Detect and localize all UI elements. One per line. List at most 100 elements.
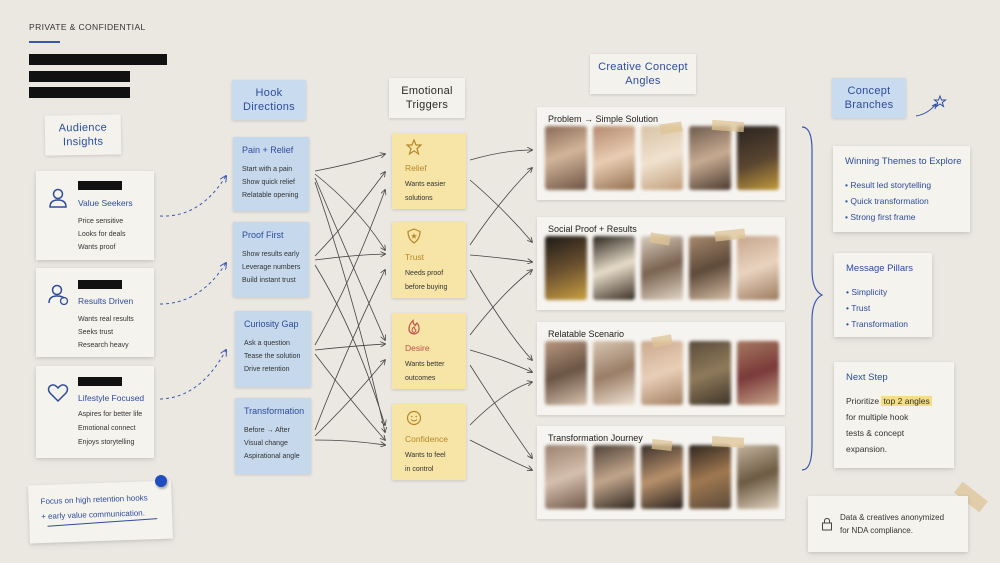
creative-thumbnail[interactable] xyxy=(641,341,683,405)
audience-trait: Enjoys storytelling xyxy=(78,439,135,446)
audience-trait: Research heavy xyxy=(78,342,129,349)
creative-thumbnail[interactable] xyxy=(737,341,779,405)
connector-arrow xyxy=(159,263,226,305)
pillar-text: Simplicity xyxy=(851,287,888,297)
redacted-bar-2 xyxy=(29,71,130,82)
pushpin-icon xyxy=(155,475,167,487)
creative-angles-label: Creative Concept Angles xyxy=(590,54,696,94)
hook-line: Drive retention xyxy=(244,366,290,373)
hook-title: Pain + Relief xyxy=(242,145,294,155)
angle-title: Social Proof + Results xyxy=(548,224,637,234)
flame-icon xyxy=(408,319,420,335)
redacted-bar xyxy=(78,377,122,386)
creative-thumbnail[interactable] xyxy=(593,341,635,405)
trigger-title: Trust xyxy=(405,252,425,262)
creative-thumbnail[interactable] xyxy=(689,236,731,300)
pillar-text: Transformation xyxy=(851,319,909,329)
hook-card-transformation: Transformation Before → After Visual cha… xyxy=(235,398,311,474)
concept-branches-text: Concept Branches xyxy=(844,85,894,111)
redacted-bar xyxy=(78,280,122,289)
creative-angles-text: Creative Concept Angles xyxy=(598,61,688,87)
trigger-line: solutions xyxy=(405,195,433,202)
trigger-line: Wants easier xyxy=(405,181,446,188)
angle-row-problem-solution: Problem → Simple Solution xyxy=(537,107,785,200)
hook-line: Ask a question xyxy=(244,340,290,347)
creative-thumbnail[interactable] xyxy=(593,126,635,190)
connector-arrow xyxy=(314,154,385,172)
creative-thumbnail[interactable] xyxy=(545,126,587,190)
creative-thumbnail[interactable] xyxy=(737,126,779,190)
creative-thumbnail[interactable] xyxy=(641,236,683,300)
creative-thumbnail[interactable] xyxy=(545,445,587,509)
connector-arrow xyxy=(469,349,532,372)
audience-trait: Wants proof xyxy=(78,244,116,251)
heart-icon xyxy=(47,384,69,403)
message-pillars-title: Message Pillars xyxy=(846,263,914,274)
creative-thumbnail[interactable] xyxy=(737,236,779,300)
audience-trait: Looks for deals xyxy=(78,231,126,238)
winning-theme-text: Result led storytelling xyxy=(850,180,932,190)
winning-theme-text: Strong first frame xyxy=(850,212,916,222)
creative-thumbnail[interactable] xyxy=(689,445,731,509)
trigger-line: Wants better xyxy=(405,361,445,368)
connector-arrow xyxy=(469,364,532,458)
person-check-icon xyxy=(48,284,69,305)
trigger-title: Desire xyxy=(405,343,430,353)
hook-line: Aspirational angle xyxy=(244,453,300,460)
audience-trait: Wants real results xyxy=(78,316,134,323)
compliance-line1: Data & creatives anonymized xyxy=(840,513,945,522)
connector-arrow xyxy=(469,179,532,242)
trigger-card-relief: Relief Wants easier solutions xyxy=(392,133,466,209)
redacted-bar-1 xyxy=(29,54,167,65)
connector-arrow xyxy=(469,254,532,262)
hook-directions-label: Hook Directions xyxy=(232,80,306,120)
creative-thumbnail[interactable] xyxy=(737,445,779,509)
angle-title: Transformation Journey xyxy=(548,433,643,443)
connector-arrow xyxy=(314,172,385,257)
connector-arrow xyxy=(469,382,532,426)
creative-thumbnail[interactable] xyxy=(689,126,731,190)
redacted-bar-3 xyxy=(29,87,130,98)
emotional-triggers-label: Emotional Triggers xyxy=(389,78,465,118)
connector-arrow xyxy=(314,254,385,261)
hook-line: Build instant trust xyxy=(242,277,296,284)
connector-arrow xyxy=(469,270,532,336)
creative-thumbnail[interactable] xyxy=(545,341,587,405)
connector-arrow xyxy=(469,439,532,470)
message-pillars-card: Message Pillars • Simplicity • Trust • T… xyxy=(834,253,932,337)
audience-name: Results Driven xyxy=(78,296,134,306)
pillar-item: • Simplicity xyxy=(846,287,888,297)
creative-thumbnail[interactable] xyxy=(641,126,683,190)
connector-arrow xyxy=(314,177,385,340)
shield-icon xyxy=(407,228,421,244)
creative-thumbnail[interactable] xyxy=(593,445,635,509)
connector-arrow xyxy=(159,350,226,400)
hook-card-curiosity-gap: Curiosity Gap Ask a question Tease the s… xyxy=(235,311,311,387)
connector-arrow xyxy=(469,269,532,360)
connector-arrow xyxy=(469,150,532,161)
creative-thumbnail[interactable] xyxy=(545,236,587,300)
audience-trait: Emotional connect xyxy=(78,425,136,432)
person-icon xyxy=(49,188,67,208)
next-step-line: for multiple hook xyxy=(846,412,909,422)
trigger-title: Relief xyxy=(405,163,427,173)
smile-icon xyxy=(406,410,422,426)
creative-thumbnail[interactable] xyxy=(641,445,683,509)
angle-row-relatable-scenario: Relatable Scenario xyxy=(537,322,785,415)
connector-arrow xyxy=(314,344,385,351)
creative-thumbnail[interactable] xyxy=(689,341,731,405)
next-step-line: Prioritize top 2 angles xyxy=(846,393,954,409)
pillar-text: Trust xyxy=(851,303,871,313)
hook-line: Start with a pain xyxy=(242,166,293,173)
hook-title: Curiosity Gap xyxy=(244,319,299,329)
connector-arrow xyxy=(314,181,385,432)
next-step-highlight: top 2 angles xyxy=(881,396,932,406)
audience-name: Lifestyle Focused xyxy=(78,393,145,403)
emotional-triggers-text: Emotional Triggers xyxy=(401,85,453,111)
concept-branches-label: Concept Branches xyxy=(832,78,906,118)
creative-thumbnail[interactable] xyxy=(593,236,635,300)
next-step-pre: Prioritize xyxy=(846,396,880,406)
winning-theme-item: • Strong first frame xyxy=(845,212,916,222)
connector-arrow xyxy=(314,264,385,425)
